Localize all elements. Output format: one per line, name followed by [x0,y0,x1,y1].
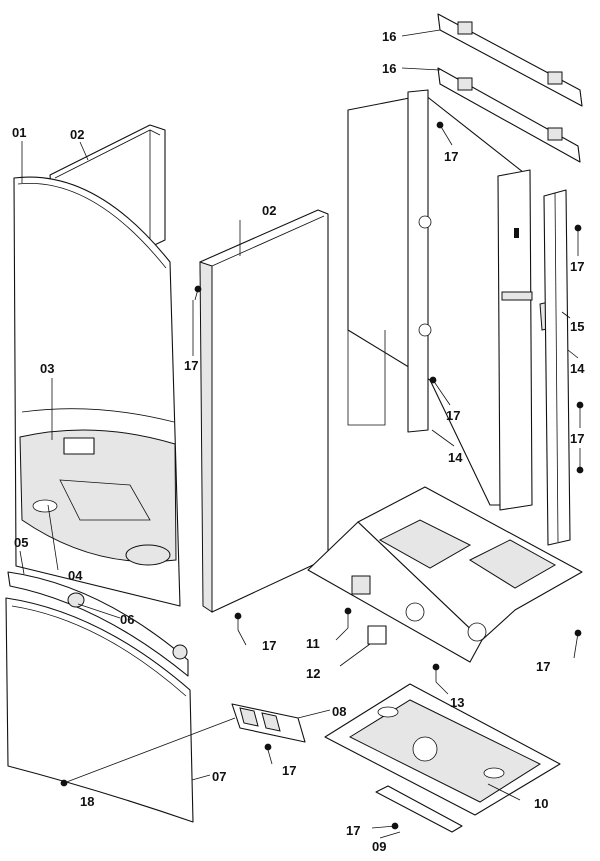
callout-11: 11 [306,636,320,651]
callout-07: 07 [212,769,226,784]
callout-17-bracket: 17 [282,763,296,778]
mounting-rail-upper-part [437,13,583,107]
callout-16-upper: 16 [382,29,396,44]
callout-16-lower: 16 [382,61,396,76]
callout-17-tray: 17 [536,659,550,674]
callout-13: 13 [450,695,464,710]
base-tray-part [307,486,583,682]
callout-17-panel-bottom: 17 [262,638,276,653]
front-cover-part [13,176,181,607]
screw-18-part [60,779,68,787]
callout-12: 12 [306,666,320,681]
callout-09: 09 [372,839,386,854]
callout-17-panel-top: 17 [184,358,198,373]
callout-03: 03 [40,361,54,376]
callout-02-right: 02 [262,203,276,218]
callout-08: 08 [332,704,346,719]
right-upright-part [543,189,584,546]
callout-17-trim: 17 [346,823,360,838]
mounting-rail-lower-part [437,67,581,163]
callout-15: 15 [570,319,584,334]
control-knobs-part [67,592,188,660]
main-chassis-part [347,89,561,511]
callout-14-right: 14 [570,361,585,376]
callout-17-upright-mid: 17 [570,431,584,446]
callout-02-left: 02 [70,127,84,142]
trim-strip-part [7,571,189,677]
callout-labels: 01 02 02 03 04 05 06 07 08 09 10 11 12 1… [12,29,585,854]
callout-17-upright-top: 17 [570,259,584,274]
callout-04: 04 [68,568,83,583]
callout-05: 05 [14,535,28,550]
side-panel-right-part [194,209,329,630]
insulation-base-part [324,683,561,816]
callout-14-left: 14 [448,450,463,465]
lower-front-panel-part [5,597,194,823]
switch-bracket-part [231,703,306,751]
callout-18: 18 [80,794,94,809]
callout-06: 06 [120,612,134,627]
leader-lines [19,29,581,839]
bottom-trim-part [375,785,463,833]
callout-17-chassis-mid: 17 [446,408,460,423]
callout-01: 01 [12,125,26,140]
callout-17-chassis-top: 17 [444,149,458,164]
callout-10: 10 [534,796,548,811]
